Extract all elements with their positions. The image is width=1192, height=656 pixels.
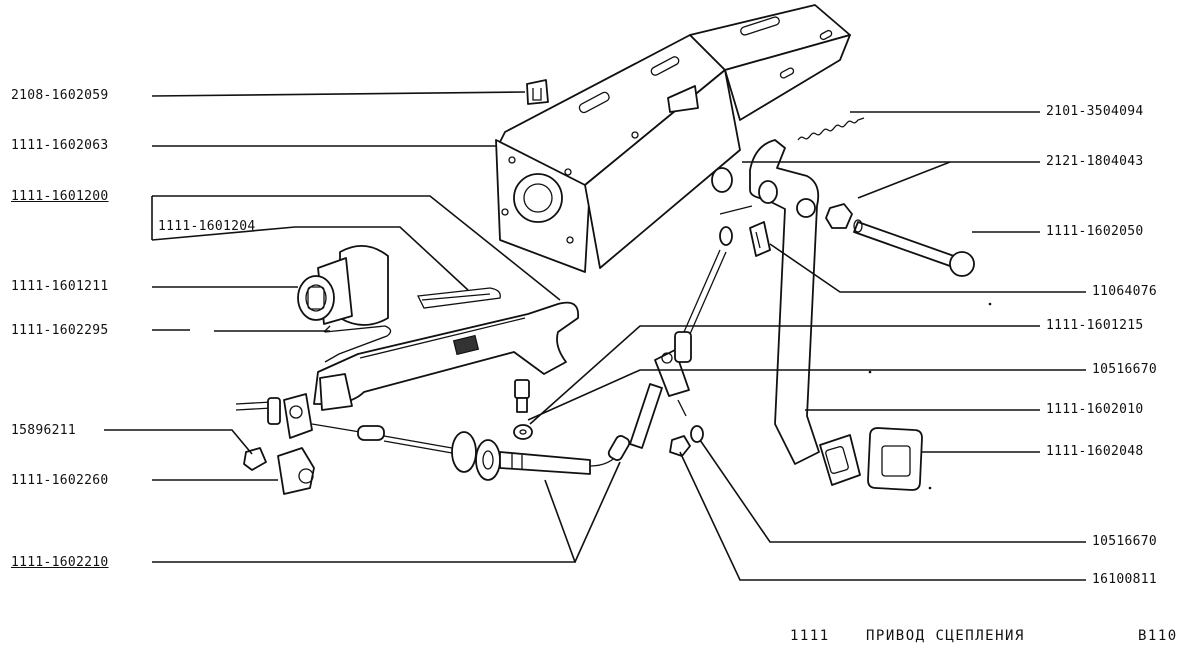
- clutch-fork: [313, 301, 580, 411]
- label-1111-1602050[interactable]: 1111-1602050: [1046, 224, 1144, 239]
- label-1111-1601211[interactable]: 1111-1601211: [11, 279, 109, 294]
- spring-clip-upper: [417, 287, 501, 309]
- label-1111-1602210[interactable]: 1111-1602210: [11, 555, 109, 570]
- label-1111-1602260[interactable]: 1111-1602260: [11, 473, 109, 488]
- model-number: 1111: [790, 628, 830, 644]
- pivot-shaft: [853, 219, 975, 277]
- label-1111-1602048[interactable]: 1111-1602048: [1046, 444, 1144, 459]
- clutch-pedal: [711, 139, 861, 486]
- label-15896211[interactable]: 15896211: [11, 423, 77, 438]
- pedal-bracket: [495, 4, 851, 273]
- label-10516670-lower[interactable]: 10516670: [1092, 534, 1158, 549]
- label-2121-1804043[interactable]: 2121-1804043: [1046, 154, 1144, 169]
- label-1111-1601200[interactable]: 1111-1601200: [11, 189, 109, 204]
- label-1111-1602295[interactable]: 1111-1602295: [11, 323, 109, 338]
- label-10516670-upper[interactable]: 10516670: [1092, 362, 1158, 377]
- rubber-boot: [297, 245, 389, 326]
- clutch-cable: [235, 205, 753, 495]
- label-11064076[interactable]: 11064076: [1092, 284, 1158, 299]
- pedal-pad: [867, 427, 923, 491]
- label-1111-1601204[interactable]: 1111-1601204: [158, 219, 256, 234]
- label-2108-1602059[interactable]: 2108-1602059: [11, 88, 109, 103]
- label-1111-1601215[interactable]: 1111-1601215: [1046, 318, 1144, 333]
- label-1111-1602010[interactable]: 1111-1602010: [1046, 402, 1144, 417]
- label-2101-3504094[interactable]: 2101-3504094: [1046, 104, 1144, 119]
- leader-lines: [104, 91, 1086, 581]
- label-16100811[interactable]: 16100811: [1092, 572, 1158, 587]
- bolt-and-washer: [513, 379, 533, 440]
- label-1111-1602063[interactable]: 1111-1602063: [11, 138, 109, 153]
- diagram-title: ПРИВОД СЦЕПЛЕНИЯ: [866, 628, 1025, 644]
- small-nut-parts: [669, 399, 704, 457]
- page-code: B110: [1138, 628, 1178, 644]
- return-spring: [797, 117, 865, 141]
- clip-part: [526, 79, 549, 105]
